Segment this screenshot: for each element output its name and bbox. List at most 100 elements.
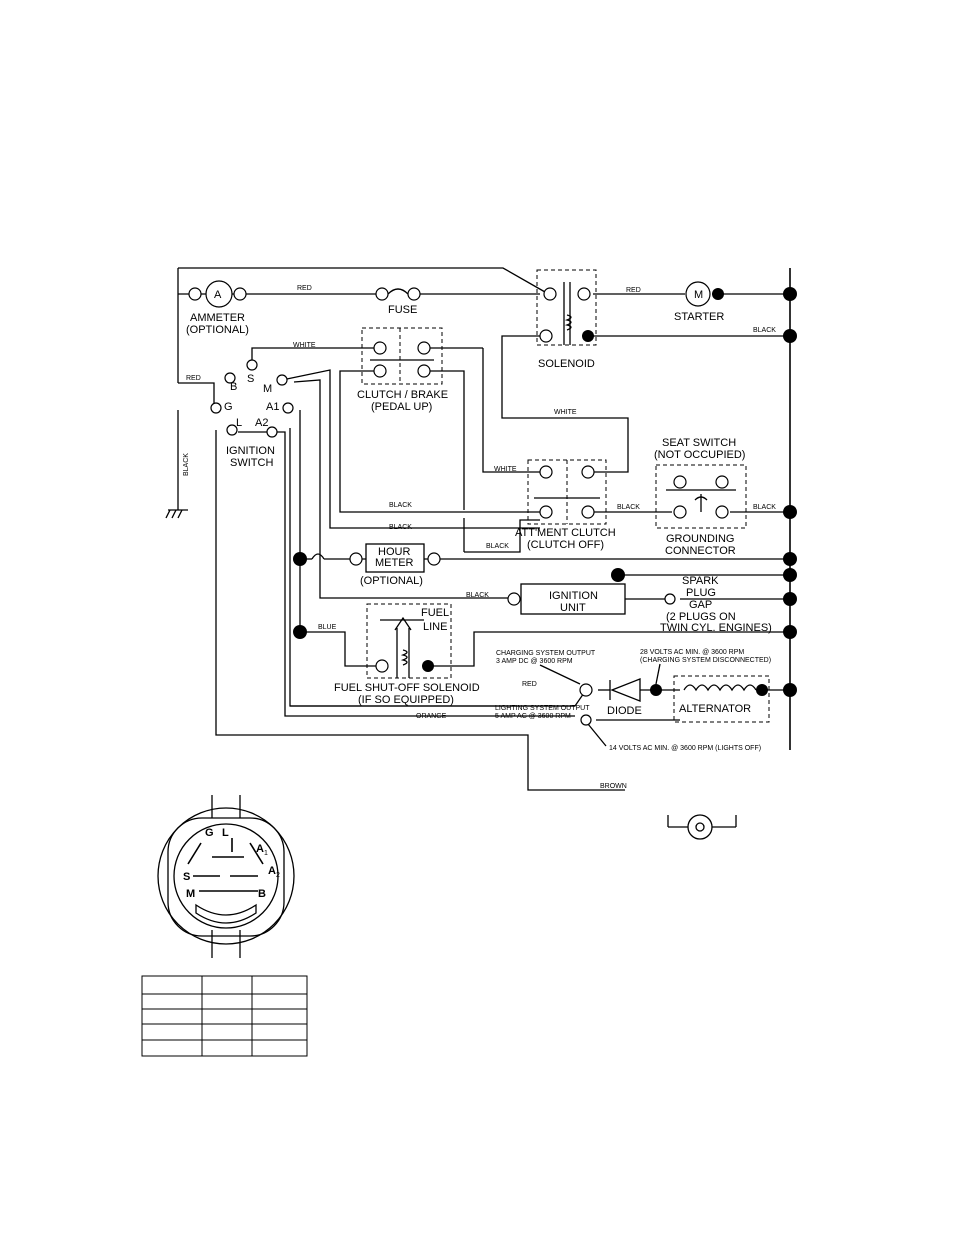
note-charging-leader	[539, 664, 581, 685]
terminal-a1: A1	[266, 401, 279, 413]
wire-label-white-solenoid: WHITE	[554, 409, 577, 416]
clutch-brake-switch: CLUTCH / BRAKE (PEDAL UP)	[357, 327, 448, 413]
starter: M STARTER	[674, 281, 724, 323]
pin-a2: A	[268, 865, 276, 877]
hour-meter-sub-label: METER	[375, 557, 414, 569]
fuse-label: FUSE	[388, 304, 417, 316]
spark-plug-icon	[667, 814, 737, 840]
wire-black-m-attment	[281, 369, 540, 529]
wire-brown	[215, 430, 625, 791]
terminal-b: B	[230, 381, 237, 393]
solenoid: SOLENOID	[536, 269, 597, 370]
hour-meter-label: HOUR	[378, 546, 410, 558]
pin-a2-sub: 2	[276, 872, 280, 879]
wire-white-ignition-clutch	[251, 347, 380, 365]
ignition-switch-label: IGNITION	[226, 445, 275, 457]
fuel-shutoff-solenoid: FUEL LINE FUEL SHUT-OFF SOLENOID (IF SO …	[334, 603, 480, 706]
wire-label-black-vertical: BLACK	[183, 453, 190, 476]
wire-black-ignition-unit	[293, 379, 513, 599]
pin-l: L	[222, 827, 229, 839]
attachment-clutch-switch: ATT'MENT CLUTCH (CLUTCH OFF)	[515, 459, 616, 551]
diode: DIODE	[579, 678, 662, 717]
terminal-s: S	[247, 373, 254, 385]
clutch-brake-sub-label: (PEDAL UP)	[371, 401, 432, 413]
grounding-connector-label: GROUNDING	[666, 533, 734, 545]
note-28v-2: (CHARGING SYSTEM DISCONNECTED)	[640, 657, 771, 664]
wire-white-solenoid	[501, 335, 629, 473]
hour-meter: HOUR METER (OPTIONAL)	[349, 543, 441, 587]
ignition-connector-face: G L A 1 A 2 S M B	[157, 795, 295, 958]
wire-label-orange: ORANGE	[416, 713, 447, 720]
wire-label-white-ignition: WHITE	[293, 342, 316, 349]
wire-label-brown: BROWN	[600, 783, 627, 790]
wire-label-red-starter: RED	[626, 287, 641, 294]
wire-label-black-ignunit: BLACK	[466, 592, 489, 599]
ignition-unit-sub-label: UNIT	[560, 602, 586, 614]
wire-orange-lighting	[238, 431, 575, 717]
wire-label-red-ignition: RED	[186, 375, 201, 382]
wire-crossover	[311, 553, 325, 560]
wire-label-white-attment: WHITE	[494, 466, 517, 473]
seat-switch-label: SEAT SWITCH	[662, 437, 736, 449]
terminal-m: M	[263, 383, 272, 395]
starter-label: STARTER	[674, 311, 724, 323]
wire-label-red-charging: RED	[522, 681, 537, 688]
alternator-label: ALTERNATOR	[679, 703, 751, 715]
wire-label-black-solenoid: BLACK	[753, 327, 776, 334]
starter-symbol: M	[694, 289, 703, 301]
ignition-unit-label: IGNITION	[549, 590, 598, 602]
ignition-switch-sub-label: SWITCH	[230, 457, 273, 469]
spark-plug-plug-label: PLUG	[686, 587, 716, 599]
wire-label-black-ground: BLACK	[753, 504, 776, 511]
note-charging-2: 3 AMP DC @ 3600 RPM	[496, 658, 573, 665]
wire-label-blue: BLUE	[318, 624, 337, 631]
ground-icon	[165, 509, 188, 519]
solenoid-label: SOLENOID	[538, 358, 595, 370]
grounding-connector-sub-label: CONNECTOR	[665, 545, 736, 557]
wire-clutch-right-down	[424, 370, 465, 510]
note-lighting-1: LIGHTING SYSTEM OUTPUT	[495, 705, 590, 712]
note-28v-1: 28 VOLTS AC MIN. @ 3600 RPM	[640, 649, 744, 656]
pin-a1-sub: 1	[264, 850, 268, 857]
pin-g: G	[205, 827, 214, 839]
pin-b: B	[258, 888, 266, 900]
fuel-line-label: LINE	[423, 621, 447, 633]
diode-label: DIODE	[607, 705, 642, 717]
spark-plug-note-2: TWIN CYL. ENGINES)	[660, 622, 772, 634]
wire-red-ignition	[178, 382, 215, 408]
seat-switch-sub-label: (NOT OCCUPIED)	[654, 449, 745, 461]
ground-dots	[293, 287, 797, 697]
wire-label-black-clutch: BLACK	[389, 502, 412, 509]
wire-black-clutch-attment	[339, 370, 540, 513]
fuel-solenoid-label: FUEL SHUT-OFF SOLENOID	[334, 682, 480, 694]
fuel-label: FUEL	[421, 607, 449, 619]
attachment-clutch-sub-label: (CLUTCH OFF)	[527, 539, 604, 551]
pin-m: M	[186, 888, 195, 900]
wire-top-frame	[178, 267, 546, 293]
wire-label-black-attment: BLACK	[486, 543, 509, 550]
spark-plug: SPARK PLUG GAP (2 PLUGS ON TWIN CYL. ENG…	[660, 575, 772, 634]
wire-blue-fuel	[299, 410, 378, 667]
terminal-a2: A2	[255, 417, 268, 429]
wire-label-black-m: BLACK	[389, 524, 412, 531]
terminal-g: G	[224, 401, 233, 413]
ammeter-label: AMMETER	[190, 312, 245, 324]
pin-s: S	[183, 871, 190, 883]
note-28v-leader	[655, 663, 661, 685]
ammeter: A AMMETER (OPTIONAL)	[186, 280, 249, 336]
empty-table	[141, 975, 308, 1057]
ignition-unit: IGNITION UNIT	[507, 583, 626, 615]
attachment-clutch-label: ATT'MENT CLUTCH	[515, 527, 616, 539]
note-14v: 14 VOLTS AC MIN. @ 3600 RPM (LIGHTS OFF)	[609, 745, 761, 752]
clutch-brake-label: CLUTCH / BRAKE	[357, 389, 448, 401]
hour-meter-optional-label: (OPTIONAL)	[360, 575, 423, 587]
terminal-l: L	[236, 417, 242, 429]
pin-a1: A	[256, 843, 264, 855]
spark-plug-label: SPARK	[682, 575, 719, 587]
note-lighting-2: 5 AMP AC @ 3600 RPM	[495, 713, 571, 720]
fuse: FUSE	[375, 287, 421, 316]
wire-label-red-top: RED	[297, 285, 312, 292]
wire-black-attment-lower	[464, 519, 540, 553]
wire-white-attment	[482, 348, 540, 473]
